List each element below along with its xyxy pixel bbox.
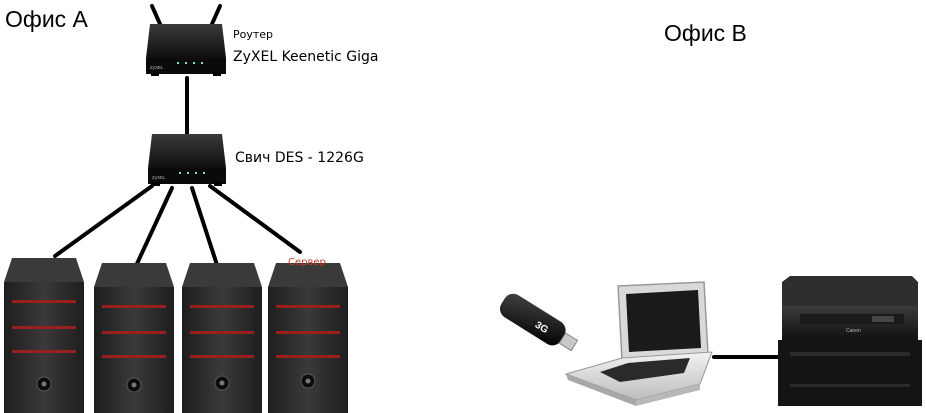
router-caption: Роутер (233, 28, 274, 41)
switch-brand: ZyXEL (152, 175, 166, 180)
usb-modem-icon: 3G (500, 293, 579, 352)
server-tower-icon (268, 263, 348, 413)
switch-icon: ZyXEL (148, 134, 226, 186)
cable-switch-server (208, 184, 302, 254)
pc-tower-icon-3 (182, 263, 262, 413)
router-brand: ZyXEL (150, 65, 164, 70)
cables (53, 76, 780, 359)
pc-tower-icon-2 (94, 263, 174, 413)
cable-switch-pc1 (53, 184, 154, 258)
printer-brand: Canon (846, 328, 861, 334)
office-b-label: Офис В (664, 20, 747, 46)
cable-switch-pc2 (133, 186, 174, 270)
laptop-icon (564, 281, 713, 406)
printer-icon: Canon (778, 276, 922, 406)
router-antenna-left (150, 4, 162, 26)
router-antenna-right (210, 4, 222, 26)
router-model-label: ZyXEL Keenetic Giga (233, 49, 379, 65)
office-a-label: Офис А (5, 6, 88, 32)
pc-tower-icon-1 (4, 258, 84, 413)
server-label: Сервер (288, 257, 326, 268)
switch-model-label: Свич DES - 1226G (235, 150, 364, 166)
router-icon: ZyXEL (146, 4, 226, 76)
cable-switch-pc3 (190, 186, 220, 270)
